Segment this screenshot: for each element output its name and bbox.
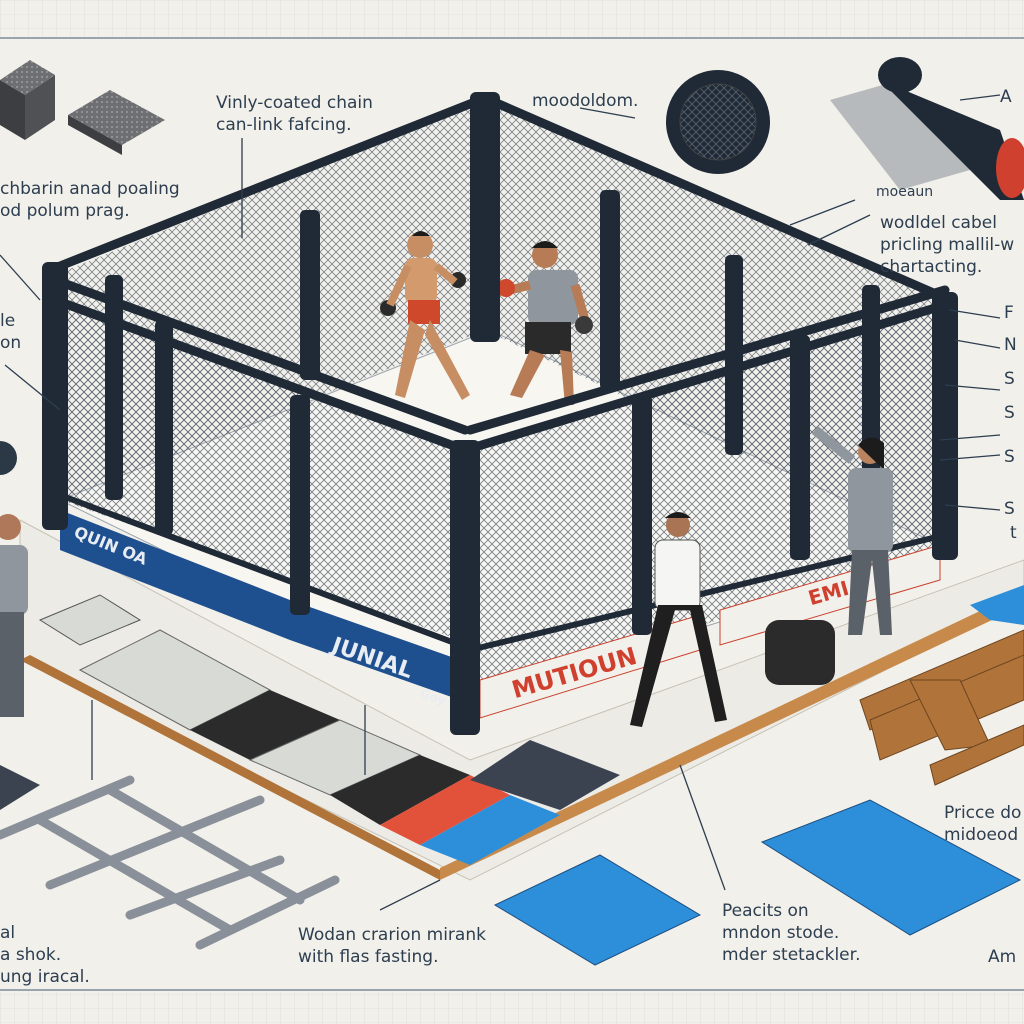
label-right-col-4: S	[1004, 403, 1015, 423]
blue-mats	[0, 585, 1024, 966]
referee	[630, 512, 727, 727]
foam-pad-stack	[0, 60, 165, 155]
label-left-mid: le on	[0, 311, 22, 353]
label-right-col-3: S	[1004, 369, 1015, 389]
label-right-col-5: S	[1004, 447, 1015, 467]
cage-banners	[60, 510, 941, 719]
label-top-right-edge: A	[1000, 87, 1012, 107]
label-model-cable: moeaun	[876, 184, 934, 200]
label-bottom-right-edge: Am	[988, 947, 1017, 967]
mesh-sample-disc	[666, 70, 770, 174]
label-right-col-2: N	[1004, 335, 1017, 355]
bottom-grid-strip	[0, 989, 1024, 1024]
label-right-col-6: S	[1004, 499, 1015, 519]
label-bottom-center: Wodan crarion mirank with flas fasting.	[298, 925, 486, 967]
label-chain-fencing: Vinly-coated chain can-link fafcing.	[216, 93, 373, 135]
official-woman	[811, 426, 893, 635]
floor-mats	[38, 594, 620, 865]
cable-rolls	[830, 57, 1024, 200]
fighter-left	[380, 231, 470, 400]
label-bottom-left: al a shok. ung iracal.	[0, 923, 90, 987]
label-right-col-1: F	[1004, 303, 1014, 323]
label-model-top: moodoldom.	[532, 91, 639, 111]
top-grid-strip	[0, 0, 1024, 39]
spectator-left	[0, 514, 28, 717]
round-sample-left	[0, 441, 17, 475]
round-pad	[765, 620, 835, 685]
label-right-bottom: Pricce do midoeod 3	[944, 803, 1024, 845]
leader-lines	[0, 94, 1001, 911]
steel-frame	[0, 775, 340, 950]
wooden-beams	[859, 629, 1024, 786]
fighter-right	[497, 241, 593, 405]
label-right-pricing: wodldel cabel pricling mallil-w chartact…	[880, 213, 1015, 277]
label-left-padding: chbarin anad poaling od polum prag.	[0, 179, 180, 221]
label-right-col-7: t	[1010, 523, 1017, 543]
label-bottom-right: Peacits on mndon stode. mder stetackler.	[722, 901, 861, 965]
